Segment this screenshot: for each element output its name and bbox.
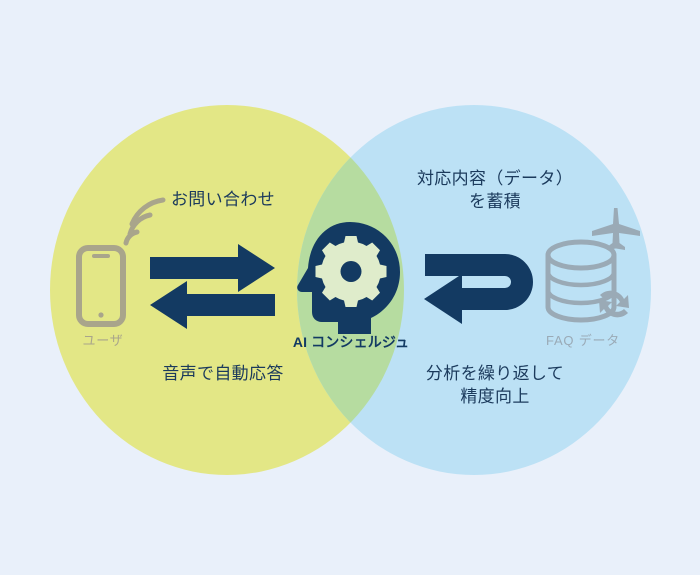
- faq-node-label: FAQ データ: [545, 333, 621, 348]
- left-top-label: お問い合わせ: [170, 190, 276, 209]
- smartphone-signal-icon: [76, 197, 166, 327]
- left-circle-yellow: [50, 105, 404, 475]
- u-turn-arrow-left: [424, 254, 533, 324]
- user-node-label: ユーザ: [82, 333, 124, 348]
- right-top-label: 対応内容（データ） を蓄積: [416, 169, 574, 212]
- right-bottom-label: 分析を繰り返して 精度向上: [425, 364, 565, 407]
- left-bottom-label: 音声で自動応答: [162, 364, 284, 383]
- center-node-label: AI コンシェルジュ: [292, 334, 410, 350]
- airplane-icon: [592, 208, 640, 250]
- arrow-left-response: [150, 281, 275, 329]
- sync-arrows-icon: [599, 290, 629, 318]
- head-gear-icon: [297, 222, 400, 334]
- arrow-right-inquiry: [150, 244, 275, 292]
